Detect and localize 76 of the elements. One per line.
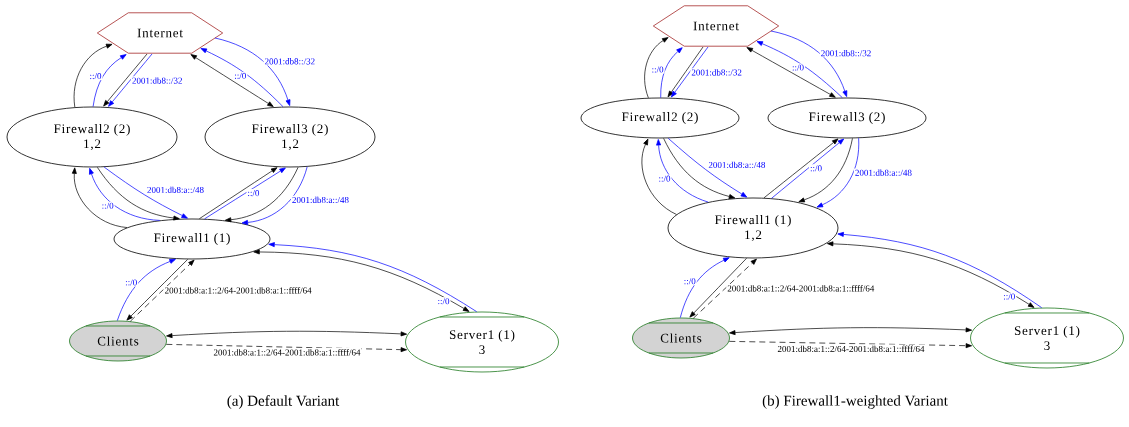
- arrow: [73, 43, 113, 108]
- edge-label: 2001:db8:a:1::2/64-2001:db8:a:1::ffff/64: [163, 286, 313, 295]
- edge-label: ::/0: [650, 65, 665, 74]
- arrow: [126, 259, 189, 321]
- arrow: [770, 30, 848, 97]
- edge-label: ::/0: [791, 63, 805, 72]
- edge-label: ::/0: [233, 71, 248, 80]
- edge-label: ::/0: [124, 278, 139, 287]
- arrow: [103, 166, 188, 219]
- edge-label: 2001:db8:a:1::2/64-2001:db8:a:1::ffff/64: [212, 348, 362, 357]
- edge-label: 2001:db8::/32: [130, 76, 184, 85]
- edge-label: 2001:db8:a::/48: [707, 160, 767, 169]
- arrow: [679, 257, 730, 318]
- ellipse-node: Firewall2 (2): [580, 97, 740, 139]
- caption: (a) Default Variant: [227, 395, 340, 409]
- arrow: [116, 259, 176, 321]
- arrow: [224, 166, 299, 223]
- arrow: [656, 139, 709, 203]
- hexagon-node: Internet: [652, 5, 780, 47]
- arrow: [200, 48, 284, 108]
- hexagon-node: Internet: [96, 12, 224, 54]
- arrow: [729, 327, 972, 336]
- arrow: [241, 166, 308, 225]
- caption: (b) Firewall1-weighted Variant: [762, 395, 948, 409]
- arrow: [190, 54, 274, 107]
- edge-label: ::/0: [100, 201, 115, 210]
- ellipse-node: Firewall1 (1) 1,2: [667, 197, 839, 259]
- edge-label: 2001:db8::/32: [819, 49, 873, 58]
- arrow: [693, 258, 757, 319]
- edge-label: 2001:db8:a::/48: [853, 168, 913, 177]
- edge-label: 2001:db8::/32: [263, 57, 317, 66]
- edge-label: ::/0: [809, 164, 824, 173]
- edge-label: ::/0: [1002, 292, 1017, 301]
- arrow: [166, 330, 407, 339]
- arrow: [816, 137, 860, 208]
- arrow: [644, 37, 669, 99]
- arrow: [746, 47, 836, 98]
- ellipse-node: Firewall1 (1): [113, 218, 271, 260]
- arrow: [689, 257, 747, 318]
- arrow: [771, 138, 845, 199]
- edge-label: ::/0: [88, 72, 103, 81]
- ellipse-node: Firewall2 (2) 1,2: [6, 106, 178, 168]
- ellipse-node: Server1 (1) 3: [405, 311, 559, 373]
- edge-label: 2001:db8::/32: [690, 68, 743, 77]
- edge-label: 2001:db8:a:1::2/64-2001:db8:a:1::ffff/64: [726, 284, 876, 293]
- arrow: [728, 341, 972, 349]
- arrow: [130, 259, 195, 322]
- arrow: [268, 242, 478, 312]
- arrow: [92, 54, 127, 107]
- edge-label: ::/0: [436, 297, 451, 306]
- arrow: [97, 167, 180, 221]
- arrow: [837, 231, 1042, 309]
- edge-label: ::/0: [682, 277, 697, 286]
- arrow: [89, 168, 161, 221]
- ellipse-node: Clients: [632, 317, 730, 359]
- edge-label: 2001:db8:a:1::2/64-2001:db8:a:1::ffff/64: [776, 344, 926, 354]
- ellipse-node: Server1 (1) 3: [970, 307, 1124, 369]
- edge-label: 2001:db8:a::/48: [146, 185, 205, 194]
- edge-label: ::/0: [246, 189, 261, 198]
- arrow: [763, 138, 839, 199]
- arrow: [253, 249, 470, 312]
- arrow: [667, 137, 748, 198]
- arrow: [71, 167, 128, 228]
- arrow: [798, 138, 853, 203]
- arrow: [660, 47, 683, 98]
- ellipse-node: Firewall3 (2): [767, 97, 927, 139]
- arrow: [641, 138, 677, 215]
- arrow: [165, 344, 407, 353]
- arrow: [663, 138, 736, 199]
- edge-label: ::/0: [657, 174, 672, 183]
- arrow: [756, 41, 843, 98]
- arrow: [214, 37, 291, 106]
- ellipse-node: Firewall3 (2) 1,2: [204, 106, 376, 168]
- arrow: [827, 241, 1035, 308]
- ellipse-node: Clients: [69, 320, 167, 362]
- edge-label: 2001:db8:a::/48: [290, 195, 350, 205]
